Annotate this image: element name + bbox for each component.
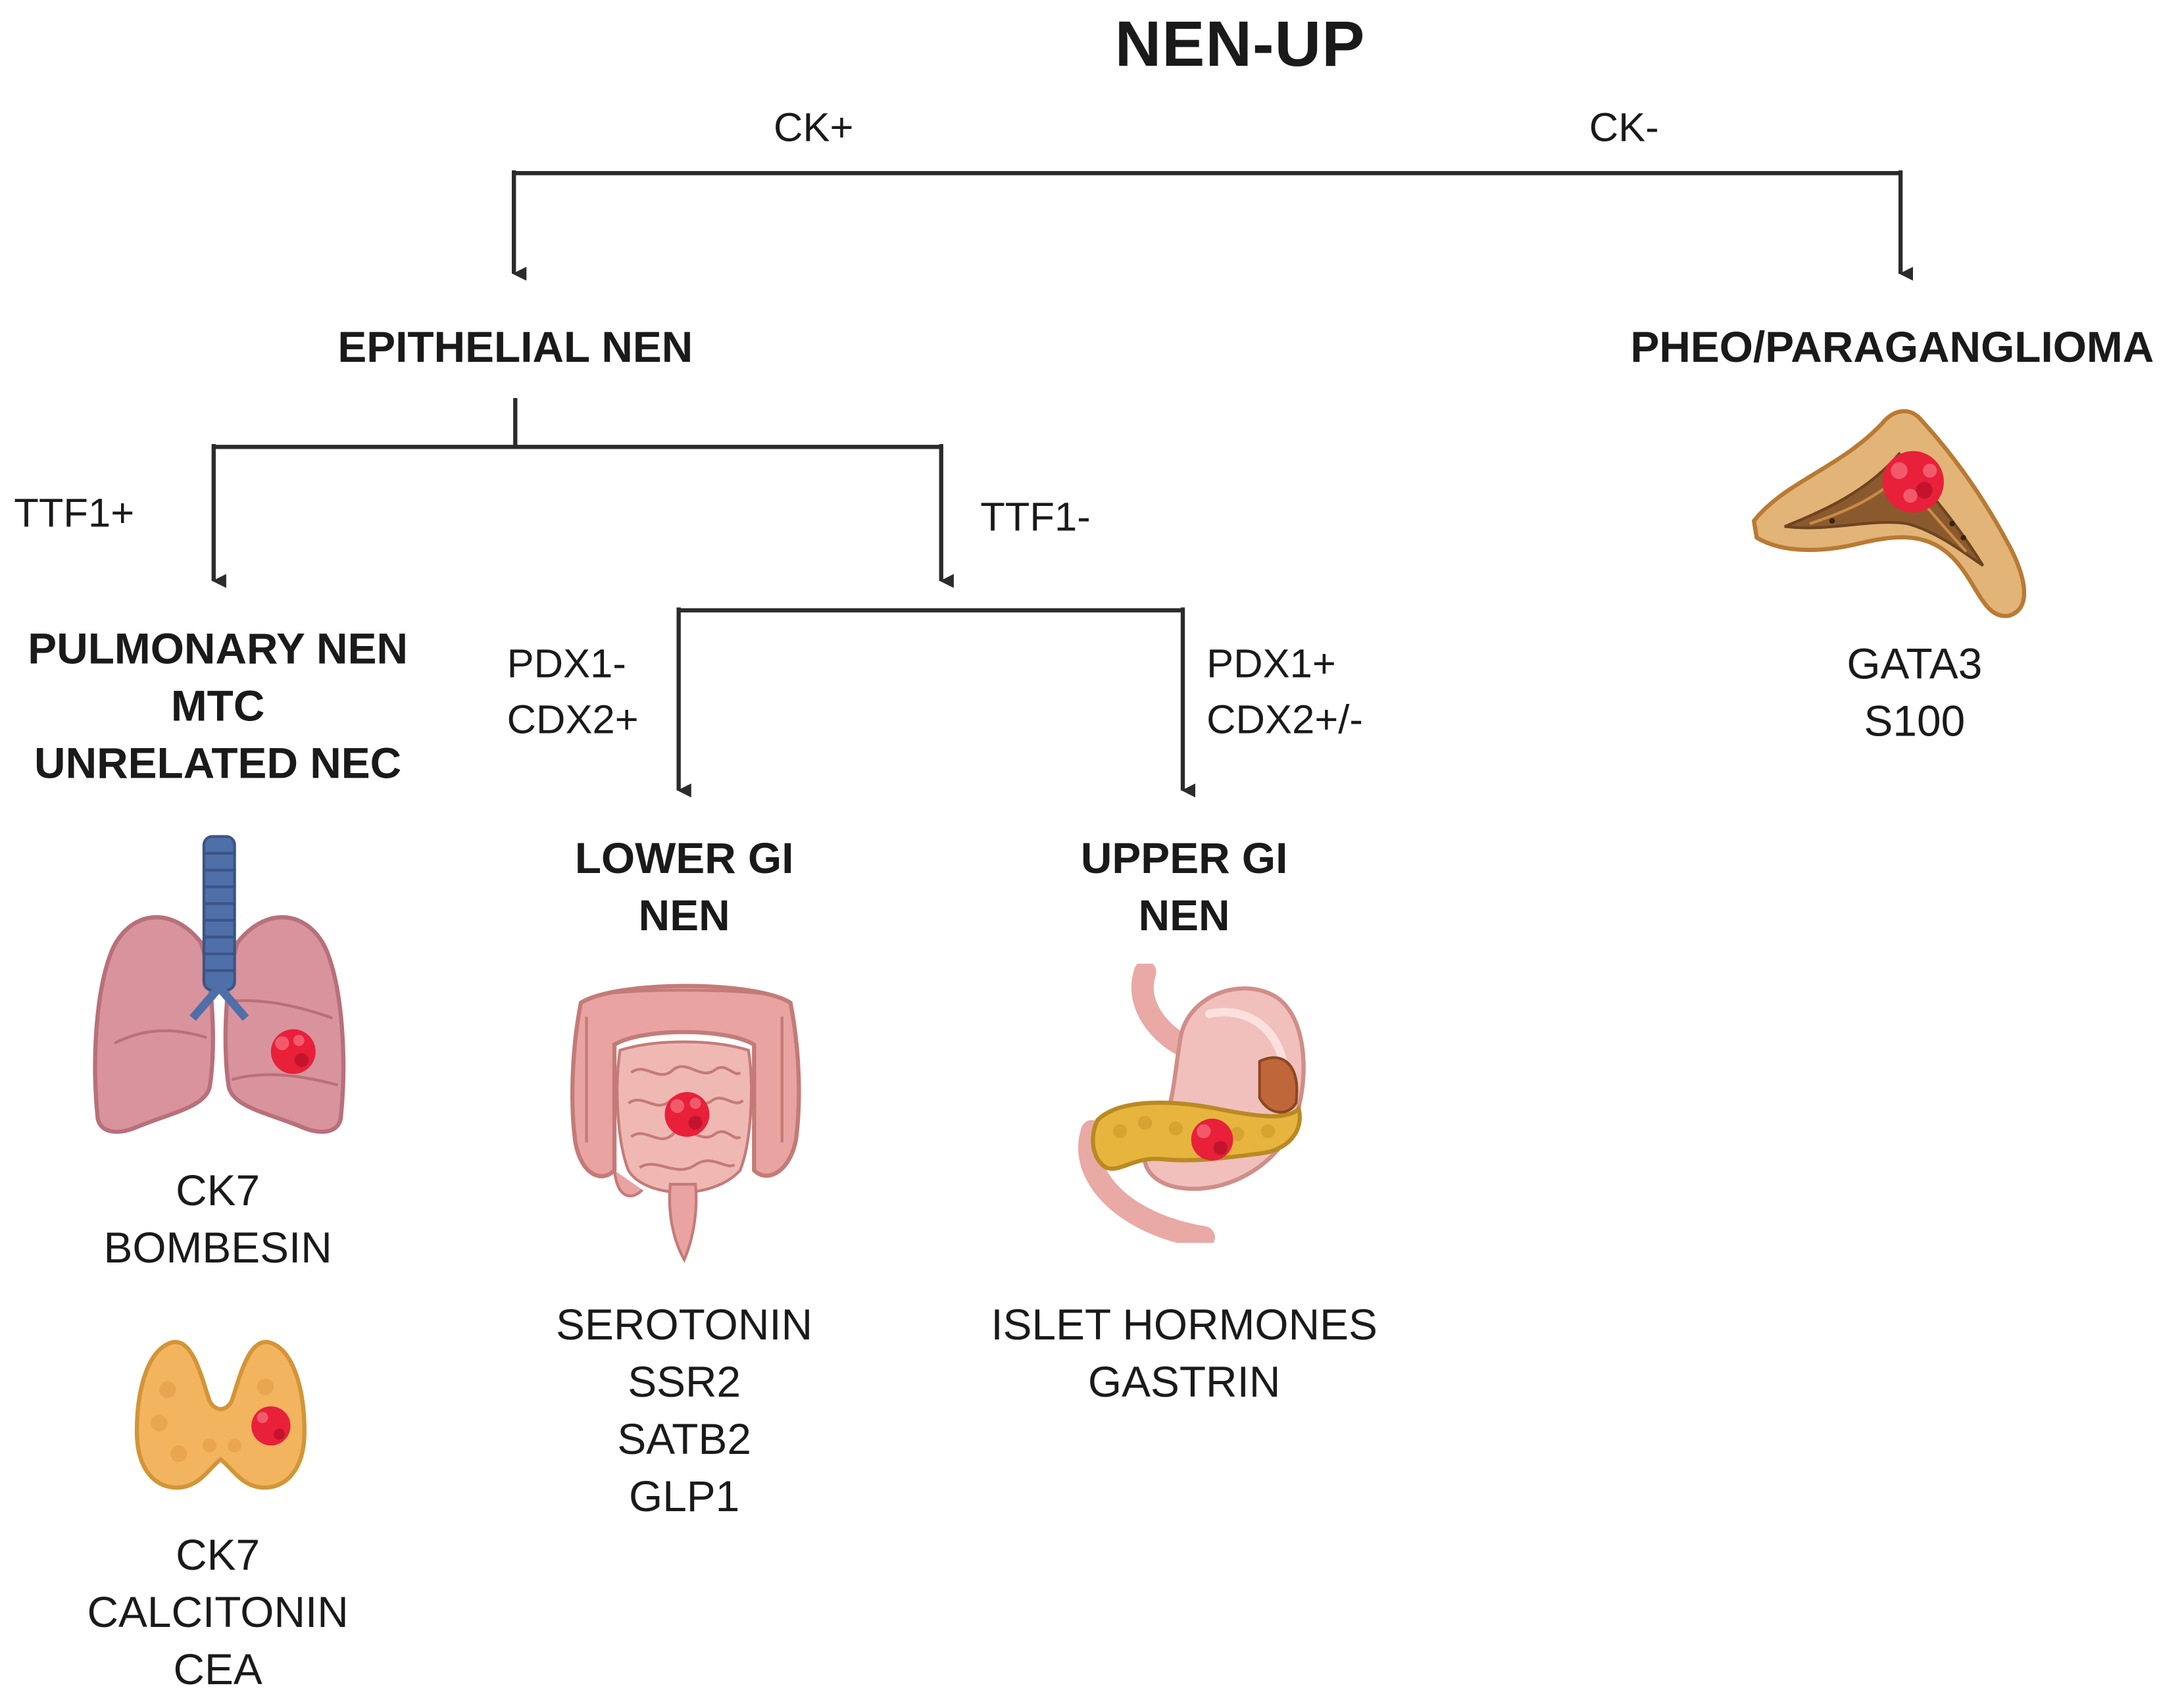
tumor-icon [1191,1118,1233,1161]
node-epithelial-nen: EPITHELIAL NEN [337,322,693,372]
node-line: MTC [170,681,265,731]
markers-lung: CK7 BOMBESIN [103,1162,332,1276]
adrenal-gland-icon [1751,409,2027,618]
lungs-icon [93,835,346,1134]
stomach-pancreas-icon [1078,963,1306,1243]
node-pheo-paraganglioma: PHEO/PARAGANGLIOMA [1630,322,2154,372]
edge-label-line: CDX2+/- [1206,698,1363,743]
marker: SATB2 [617,1414,751,1464]
node-line: LOWER GI [574,834,794,883]
edge-label-line: PDX1+ [1206,642,1336,687]
edge-label-ck-pos: CK+ [774,106,854,151]
node-line: PULMONARY NEN [28,624,409,674]
tumor-icon [664,1092,710,1137]
edge-label-ttf1-neg: TTF1- [980,495,1091,541]
marker: GLP1 [629,1472,740,1521]
marker: GATA3 [1847,639,1983,689]
edge-label-line: PDX1- [507,642,626,687]
edge-label-pdx1-neg: PDX1- CDX2+ [507,637,639,749]
edge-label-pdx1-pos: PDX1+ CDX2+/- [1206,637,1363,749]
marker: GASTRIN [1087,1357,1281,1407]
node-upper-gi-nen: UPPER GI NEN [1081,830,1288,944]
tumor-icon [251,1406,291,1446]
tumor-icon [270,1029,316,1074]
edge-label-ttf1-pos: TTF1+ [14,491,135,537]
node-lower-gi-nen: LOWER GI NEN [575,830,794,944]
edge-label-line: CDX2+ [507,698,639,743]
node-line: UPPER GI [1080,834,1288,883]
markers-lower-gi: SEROTONIN SSR2 SATB2 GLP1 [556,1296,812,1525]
marker: CEA [173,1645,262,1694]
marker: S100 [1864,697,1966,746]
marker: CK7 [176,1530,261,1580]
marker: ISLET HORMONES [991,1300,1377,1349]
node-pulmonary-nen: PULMONARY NEN MTC UNRELATED NEC [28,620,408,792]
markers-upper-gi: ISLET HORMONES GASTRIN [991,1296,1377,1411]
edge-label-ck-neg: CK- [1589,106,1659,151]
diagram-title: NEN-UP [1114,7,1366,80]
markers-pheo: GATA3 S100 [1847,636,1982,750]
node-line: UNRELATED NEC [34,738,402,788]
marker: SSR2 [628,1357,741,1407]
markers-thyroid: CK7 CALCITONIN CEA [87,1526,348,1698]
thyroid-icon [134,1339,307,1490]
node-line: NEN [638,891,730,940]
node-line: NEN [1138,891,1230,940]
marker: CK7 [176,1166,261,1215]
tumor-icon [1882,451,1944,513]
intestine-icon [570,984,801,1263]
marker: SEROTONIN [556,1300,813,1349]
marker: CALCITONIN [87,1587,349,1637]
marker: BOMBESIN [103,1223,332,1272]
